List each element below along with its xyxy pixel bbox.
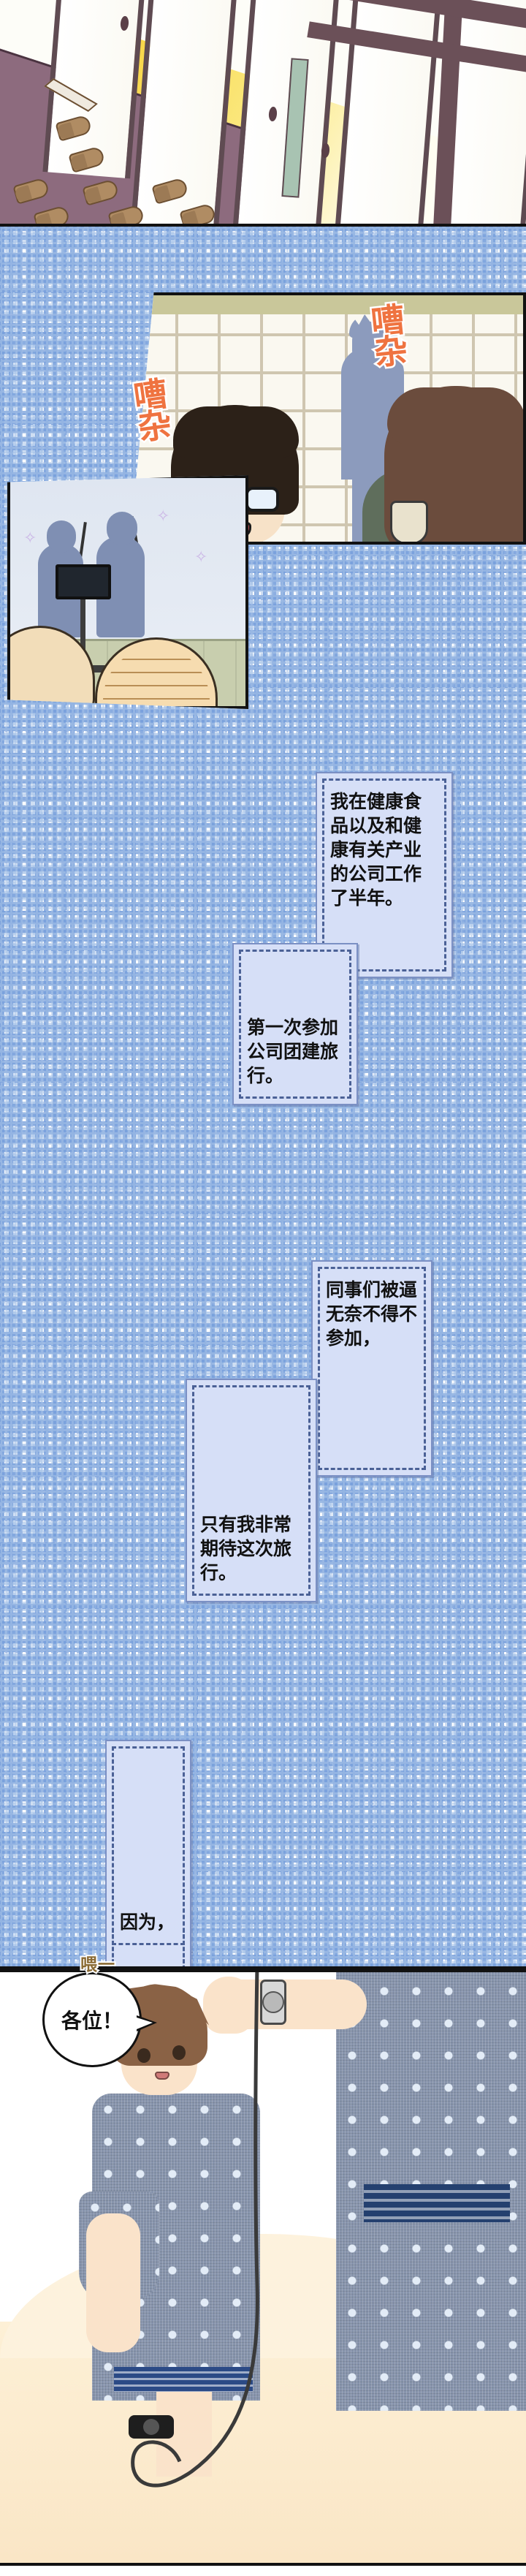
grid-line-vertical [44,227,45,1966]
sfx-hey: 喂一 [79,1954,116,1976]
panel-inn-hallway [0,0,526,227]
sfx-left-char-2: 杂 [134,403,175,450]
panel-divider-top [0,224,526,227]
grid-line-vertical [175,227,176,1966]
presenter-1-head [47,520,76,553]
wall-top-frame [133,295,523,314]
caption-box-because: 因为， [105,1740,191,1952]
grid-line-vertical [197,227,198,1966]
boy-eye-left [137,2048,150,2063]
woman-fringe [387,387,523,444]
tall-man-hand [203,1977,254,2034]
balloon-text: 各位！ [61,2009,123,2033]
boy-ankle-band [129,2415,174,2439]
sparkle-icon-2: ✧ [156,507,170,526]
panel-presentation-room: ✧ ✧ ✧ [7,475,248,709]
panel-divider-bottom [0,1966,526,1969]
paper-cup [390,501,428,542]
sfx-right-char-2: 杂 [370,328,411,374]
sparkle-icon-3: ✧ [194,548,208,567]
balloon-tail [137,2015,157,2031]
grid-line-vertical [460,227,461,1966]
caption-because-text: 因为， [120,1912,175,1933]
panel-boy-and-man [0,1969,526,2566]
monitor-stand-post [80,588,85,670]
wristwatch-icon [260,1980,286,2025]
grid-line-vertical [394,227,395,1966]
sfx-noise-right: 嘈 杂 [367,298,411,374]
grid-line-vertical [219,227,220,1966]
boy-mouth [155,2072,169,2080]
grid-line-vertical [0,227,1,1966]
tall-man-obi [364,2184,510,2222]
caption-first-trip-text: 第一次参加公司团建旅行。 [247,1017,339,1086]
grid-line-vertical [153,227,154,1966]
sparkle-icon-1: ✧ [23,529,37,548]
grid-line-vertical [416,227,417,1966]
monitor-screen [56,564,111,599]
caption-colleagues-text: 同事们被逼无奈不得不参加， [326,1279,418,1349]
caption-box-colleagues: 同事们被逼无奈不得不参加， [311,1260,432,1477]
grid-line-vertical [438,227,439,1966]
man-fringe [173,406,299,458]
presenter-2-head [107,512,137,545]
boy-obi [114,2367,253,2392]
caption-box-only-me: 只有我非常期待这次旅行。 [186,1379,317,1602]
caption-box-first-trip: 第一次参加公司团建旅行。 [232,943,358,1105]
caption-job-text: 我在健康食品以及和健康有关产业的公司工作了半年。 [330,791,422,909]
caption-only-me-text: 只有我非常期待这次旅行。 [200,1514,292,1583]
grid-line-vertical [504,227,505,1966]
grid-line-vertical [482,227,483,1966]
grid-line-vertical [22,227,23,1966]
speech-balloon-everyone: 各位！ [42,1972,157,2067]
boy-arm [86,2213,140,2352]
boy-eye-right [172,2045,186,2060]
